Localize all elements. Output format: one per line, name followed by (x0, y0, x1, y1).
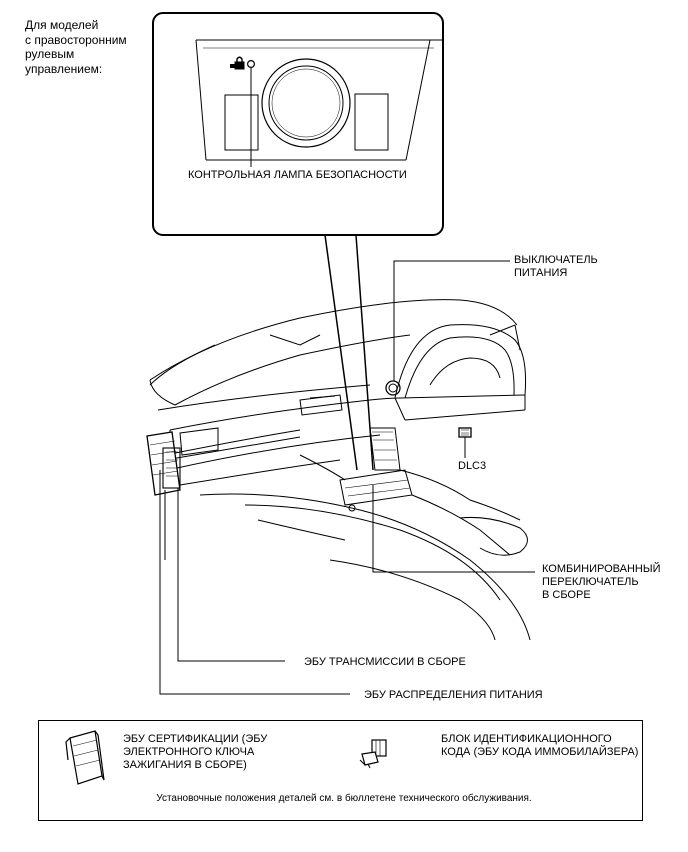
combination-switch-label-line-1: КОМБИНИРОВАННЫЙ (542, 563, 661, 575)
dlc3-label: DLC3 (458, 460, 487, 472)
power-switch-label-line-1: ВЫКЛЮЧАТЕЛЬ (514, 254, 598, 266)
certification-ecu-label-line-2: ЭЛЕКТРОННОГО КЛЮЧА (123, 746, 255, 758)
leader-lines (159, 260, 535, 695)
id-code-box-label-line-1: БЛОК ИДЕНТИФИКАЦИОННОГО (441, 733, 612, 745)
steering-note-line-2: с правосторонним (25, 32, 127, 47)
security-lamp-label: КОНТРОЛЬНАЯ ЛАМПА БЕЗОПАСНОСТИ (188, 169, 407, 181)
id-code-box-label-line-2: КОДА (ЭБУ КОДА ИММОБИЛАЙЗЕРА) (441, 746, 639, 758)
dashboard-outline (146, 299, 531, 641)
combination-switch-label-line-2: ПЕРЕКЛЮЧАТЕЛЬ (542, 576, 639, 588)
transmission-ecu-label: ЭБУ ТРАНСМИССИИ В СБОРЕ (304, 656, 466, 668)
steering-note-line-1: Для моделей (25, 18, 99, 32)
steering-note-line-3: рулевым (25, 47, 75, 61)
combination-switch-label: КОМБИНИРОВАННЫЙ ПЕРЕКЛЮЧАТЕЛЬ В СБОРЕ (542, 563, 660, 602)
legend-box (38, 720, 643, 821)
certification-ecu-icon (65, 730, 105, 785)
power-switch-label-line-2: ПИТАНИЯ (514, 267, 568, 279)
combination-switch-label-line-3: В СБОРЕ (542, 589, 591, 601)
certification-ecu-label: ЭБУ СЕРТИФИКАЦИИ (ЭБУ ЭЛЕКТРОННОГО КЛЮЧА… (123, 733, 267, 772)
power-switch-label: ВЫКЛЮЧАТЕЛЬ ПИТАНИЯ (514, 254, 598, 280)
id-code-box-label: БЛОК ИДЕНТИФИКАЦИОННОГО КОДА (ЭБУ КОДА И… (441, 733, 638, 759)
id-code-box-icon (359, 739, 387, 769)
certification-ecu-label-line-3: ЗАЖИГАНИЯ В СБОРЕ) (123, 759, 247, 771)
inset-callout-frame (152, 12, 444, 236)
security-lamp-icon (230, 56, 245, 70)
steering-note-line-4: управлением: (25, 61, 103, 76)
certification-ecu-label-line-1: ЭБУ СЕРТИФИКАЦИИ (ЭБУ (123, 733, 268, 745)
legend-footnote: Установочные положения деталей см. в бюл… (156, 793, 532, 804)
power-distribution-ecu-label: ЭБУ РАСПРЕДЕЛЕНИЯ ПИТАНИЯ (364, 689, 543, 701)
steering-note: Для моделей с правосторонним рулевым упр… (25, 18, 127, 76)
